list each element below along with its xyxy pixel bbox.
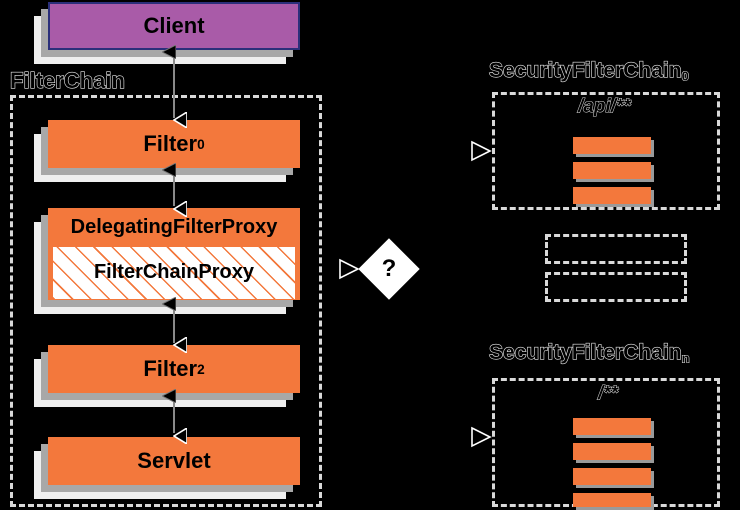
- node-servlet-label: Servlet: [137, 448, 211, 473]
- node-delegating-label: DelegatingFilterProxy: [70, 216, 278, 239]
- connector-into-decision: [339, 258, 360, 280]
- node-servlet[interactable]: Servlet: [34, 437, 300, 499]
- node-filter-0-label: Filter: [143, 131, 198, 156]
- bar-face: [573, 418, 651, 435]
- node-filterchainproxy[interactable]: FilterChainProxy: [53, 246, 295, 299]
- security-filter-bar[interactable]: [573, 468, 654, 488]
- decision-label-text: ?: [381, 255, 397, 282]
- securityfilterchain-0-pattern-text: /api/**: [578, 96, 632, 118]
- securityfilterchain-0-subscript: 0: [681, 68, 689, 84]
- decision-diamond[interactable]: ?: [358, 238, 420, 300]
- filterchain-container: [10, 95, 322, 507]
- security-filter-bar[interactable]: [573, 187, 654, 207]
- securityfilterchain-n-pattern: /**: [597, 383, 619, 405]
- securityfilterchain-n-title-text: SecurityFilterChain: [488, 341, 682, 364]
- filterchain-title-text: FilterChain: [9, 68, 125, 93]
- securityfilterchain-n-subscript: n: [681, 350, 690, 366]
- security-filter-bar[interactable]: [573, 493, 654, 510]
- node-client-face: Client: [48, 2, 300, 50]
- security-filter-bar[interactable]: [573, 162, 654, 182]
- bar-face: [573, 493, 651, 507]
- node-delegating-face: DelegatingFilterProxy FilterChainProxy: [48, 208, 300, 300]
- node-filter-2-label: Filter: [143, 356, 198, 381]
- node-filter-0-subscript: 0: [197, 136, 205, 152]
- node-client[interactable]: Client: [34, 2, 300, 64]
- bar-face: [573, 162, 651, 179]
- decision-diamond-shape: [358, 238, 420, 300]
- security-filter-bar[interactable]: [573, 137, 654, 157]
- security-filter-bar[interactable]: [573, 443, 654, 463]
- connector-decision-chain-n: [471, 426, 492, 448]
- node-filterchainproxy-label: FilterChainProxy: [93, 261, 255, 284]
- node-delegating-filter-proxy[interactable]: DelegatingFilterProxy FilterChainProxy: [34, 208, 300, 314]
- node-filter-2-subscript: 2: [197, 361, 205, 377]
- securityfilterchain-0-pattern: /api/**: [578, 96, 632, 118]
- securityfilterchain-n-pattern-text: /**: [597, 383, 619, 405]
- node-client-label: Client: [143, 13, 205, 38]
- bar-face: [573, 137, 651, 154]
- securityfilterchain-0-title: SecurityFilterChain0: [488, 59, 689, 84]
- securityfilterchain-placeholder: [545, 272, 687, 302]
- security-filter-bar[interactable]: [573, 418, 654, 438]
- securityfilterchain-0-container: [492, 92, 720, 210]
- bar-face: [573, 468, 651, 485]
- securityfilterchain-n-title: SecurityFilterChainn: [488, 341, 690, 366]
- node-delegating-title: DelegatingFilterProxy: [49, 209, 299, 247]
- bar-face: [573, 187, 651, 204]
- securityfilterchain-0-title-text: SecurityFilterChain: [488, 59, 682, 82]
- bar-face: [573, 443, 651, 460]
- filterchain-title: FilterChain: [9, 68, 125, 93]
- node-servlet-face: Servlet: [48, 437, 300, 485]
- connector-decision-chain-0: [471, 140, 492, 162]
- decision-diamond-label: ?: [358, 238, 420, 300]
- securityfilterchain-placeholder: [545, 234, 687, 264]
